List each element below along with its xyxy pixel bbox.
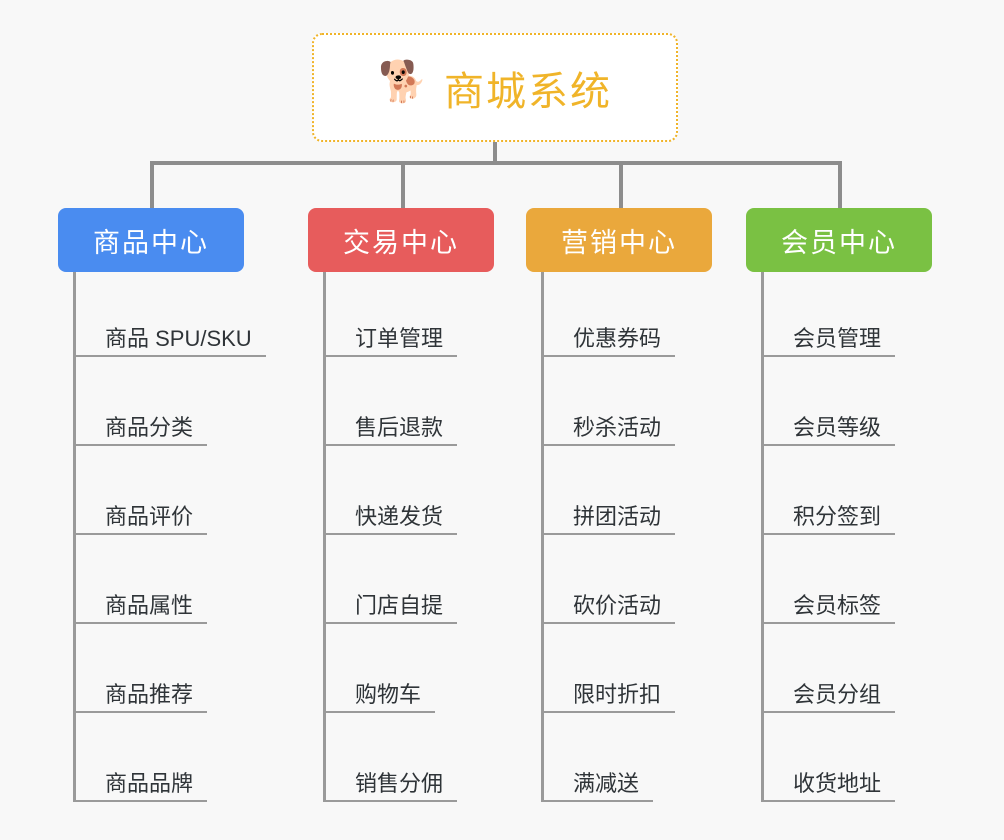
leaf-item-label: 会员分组 [793,681,882,707]
leaf-item-label: 优惠券码 [573,325,662,351]
leaf-item-label: 秒杀活动 [573,414,662,440]
leaf-item[interactable]: 商品品牌 [73,757,208,802]
leaf-item-label: 销售分佣 [355,770,444,796]
leaf-item[interactable]: 满减送 [541,757,654,802]
leaf-item[interactable]: 拼团活动 [541,490,676,535]
root-node-title: 商城系统 [444,69,612,114]
leaf-item[interactable]: 门店自提 [323,579,458,624]
dog-face-icon: 🐕 [378,59,428,104]
leaf-item-label: 限时折扣 [573,681,662,707]
connector-drop-member-center [838,161,842,208]
leaf-item[interactable]: 商品评价 [73,490,208,535]
connector-drop-marketing-center [619,161,623,208]
category-header-label: 营销中心 [561,227,677,258]
leaf-item-label: 订单管理 [355,325,444,351]
root-node-shopping-mall-system[interactable]: 🐕 商城系统 [312,33,678,142]
category-header-product-center[interactable]: 商品中心 [58,208,244,272]
leaf-item[interactable]: 快递发货 [323,490,458,535]
leaf-item-label: 商品评价 [105,503,194,529]
connector-trunk-member-center [761,272,764,802]
leaf-item-label: 收货地址 [793,770,882,796]
category-header-label: 交易中心 [343,227,459,258]
leaf-item-label: 砍价活动 [573,592,662,618]
leaf-item[interactable]: 销售分佣 [323,757,458,802]
leaf-item[interactable]: 会员等级 [761,401,896,446]
category-header-marketing-center[interactable]: 营销中心 [526,208,712,272]
connector-root-stem [493,142,497,164]
category-header-label: 商品中心 [93,227,209,258]
leaf-item-label: 快递发货 [355,503,444,529]
leaf-item[interactable]: 收货地址 [761,757,896,802]
leaf-item[interactable]: 售后退款 [323,401,458,446]
leaf-item[interactable]: 会员分组 [761,668,896,713]
leaf-item-label: 会员标签 [793,592,882,618]
leaf-item-label: 商品品牌 [105,770,194,796]
connector-drop-trade-center [401,161,405,208]
leaf-item-label: 商品属性 [105,592,194,618]
leaf-item-label: 会员管理 [793,325,882,351]
leaf-item[interactable]: 优惠券码 [541,312,676,357]
leaf-item[interactable]: 购物车 [323,668,436,713]
category-header-trade-center[interactable]: 交易中心 [308,208,494,272]
leaf-item[interactable]: 积分签到 [761,490,896,535]
leaf-item[interactable]: 订单管理 [323,312,458,357]
leaf-item[interactable]: 商品分类 [73,401,208,446]
leaf-item-label: 满减送 [573,770,640,796]
connector-horizontal-bus [150,161,840,165]
leaf-item-label: 拼团活动 [573,503,662,529]
category-header-member-center[interactable]: 会员中心 [746,208,932,272]
leaf-item[interactable]: 砍价活动 [541,579,676,624]
leaf-item[interactable]: 秒杀活动 [541,401,676,446]
leaf-item-label: 购物车 [355,681,422,707]
leaf-item-label: 积分签到 [793,503,882,529]
leaf-item[interactable]: 会员标签 [761,579,896,624]
connector-drop-product-center [150,161,154,208]
leaf-item-label: 门店自提 [355,592,444,618]
connector-trunk-product-center [73,272,76,802]
leaf-item[interactable]: 会员管理 [761,312,896,357]
leaf-item[interactable]: 商品属性 [73,579,208,624]
leaf-item[interactable]: 商品 SPU/SKU [73,312,266,357]
leaf-item-label: 商品分类 [105,414,194,440]
leaf-item[interactable]: 商品推荐 [73,668,208,713]
connector-trunk-marketing-center [541,272,544,802]
leaf-item-label: 会员等级 [793,414,882,440]
leaf-item-label: 商品 SPU/SKU [105,325,252,351]
leaf-item-label: 售后退款 [355,414,444,440]
leaf-item-label: 商品推荐 [105,681,194,707]
category-header-label: 会员中心 [781,227,897,258]
leaf-item[interactable]: 限时折扣 [541,668,676,713]
connector-trunk-trade-center [323,272,326,802]
